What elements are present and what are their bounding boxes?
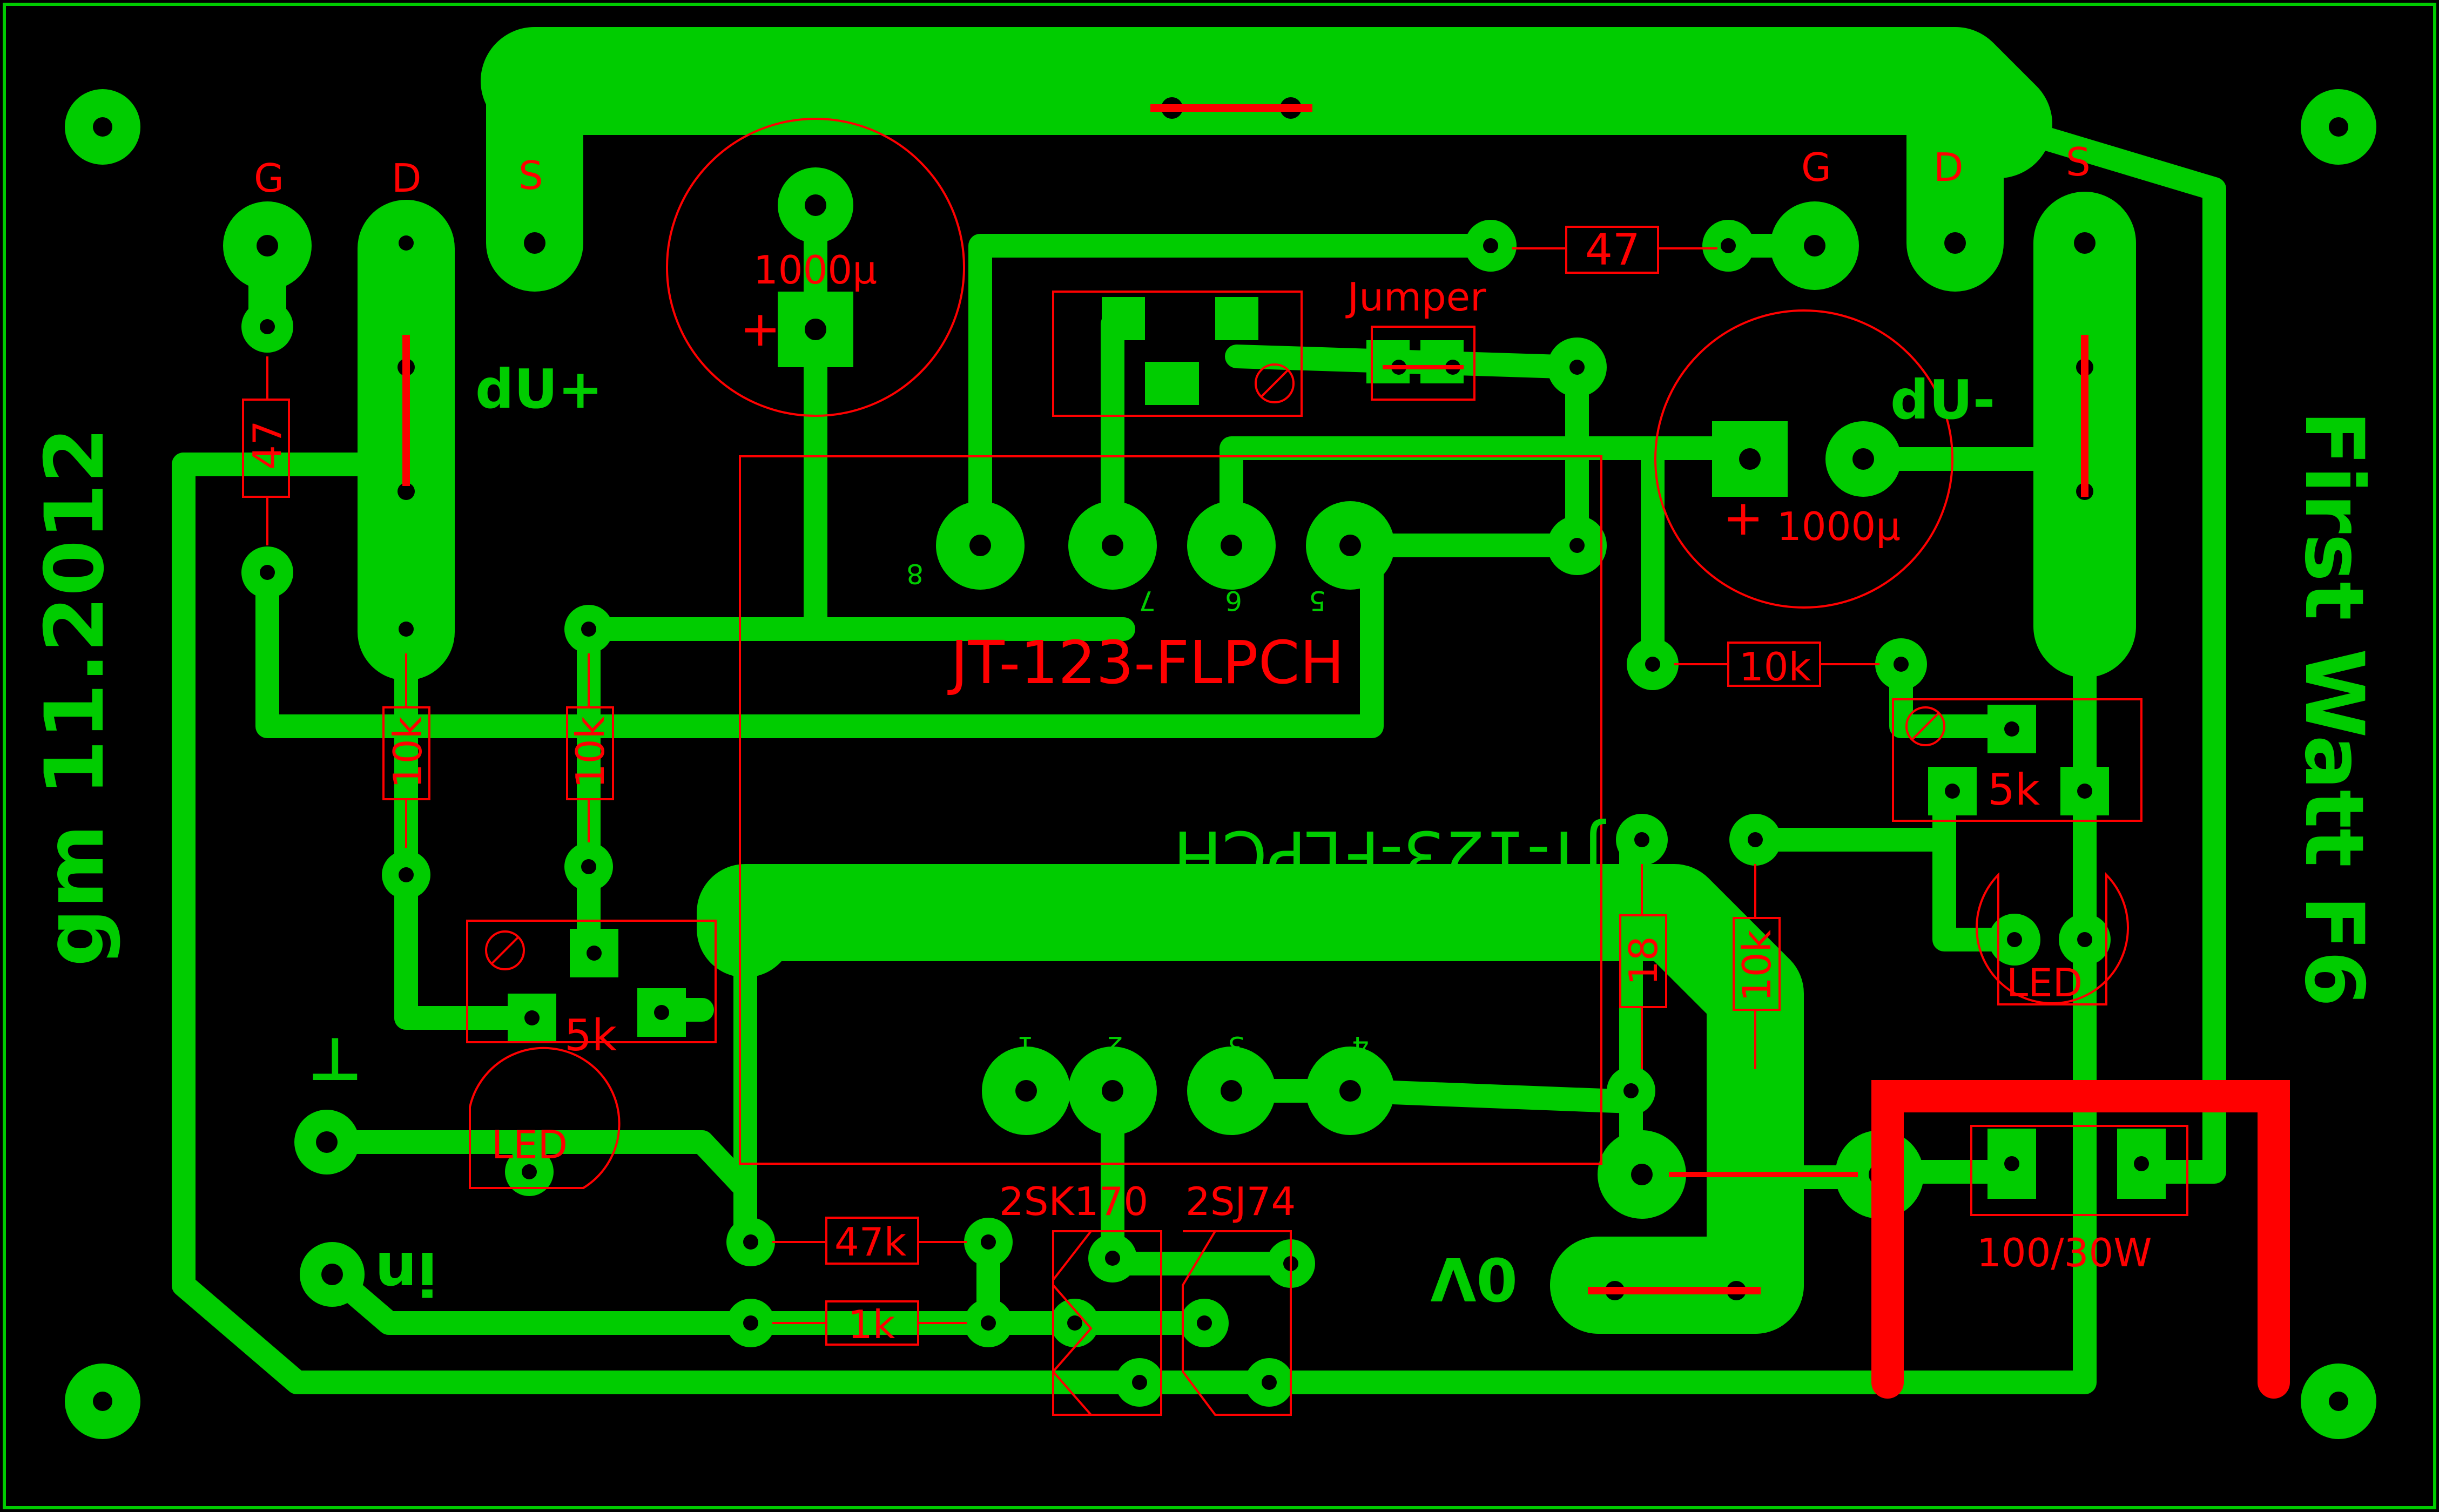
res-47k-value: 47k [834,1219,907,1265]
res-10k-left2-value: 10k [568,716,613,788]
pot-5k-left-value: 5k [564,1010,617,1061]
label-s-right: S [2066,139,2091,185]
led-right-label: LED [2006,960,2083,1005]
label-g-right: G [1801,145,1831,190]
cap-right-plus: + [1723,490,1763,546]
label-g-left: G [254,156,284,201]
cap-right-value: 1000µ [1777,504,1901,549]
drill-holes [93,97,2348,1411]
jfet-n-label: 2SK170 [999,1179,1148,1224]
res-1k-value: 1k [848,1302,895,1347]
jumper-label: Jumper [1345,274,1486,320]
cap-left-plus: + [740,301,780,357]
pin-3: 3 [1228,1030,1245,1062]
du-minus-label: dU- [1890,368,1995,431]
ic-label: JT-123-FLPCH [947,628,1344,697]
pin-6: 6 [1225,585,1242,616]
label-d-right: D [1933,145,1963,190]
res-47-left-value: 47 [245,420,290,470]
ic-outline [739,455,1602,1165]
board-outline [3,3,2436,1509]
silkscreen [242,104,2290,1416]
board-credit: gm 11.2012 [28,427,122,967]
board-title: First Watt F6 [2287,410,2381,1007]
res-10k-right-h-value: 10k [1739,644,1811,690]
label-d-left: D [392,156,421,201]
power-res-bracket [1871,1080,2290,1399]
pin-7: 7 [1138,585,1156,616]
label-s-left: S [518,153,543,198]
led-left-label: LED [491,1122,568,1167]
pot-5k-right-value: 5k [1987,765,2040,815]
res-10k-left1-value: 10k [385,716,430,788]
pin-2: 2 [1106,1030,1123,1062]
pin-8: 8 [906,558,924,589]
output-label: 0V [1430,1244,1518,1313]
jfet-p-label: 2SJ74 [1185,1179,1296,1224]
du-plus-label: dU+ [475,357,603,421]
pin-1: 1 [1017,1030,1034,1062]
cap-left-outline [666,118,965,417]
silk-text: G D S G D S 1000µ + 1000µ + 47 47 Jumper… [245,139,2152,1347]
input-label: in [375,1239,437,1308]
pin-4: 4 [1352,1030,1369,1062]
cap-left-value: 1000µ [753,247,877,293]
res-47-top-value: 47 [1585,225,1640,275]
ground-label: ⊥ [308,1025,362,1094]
res-10k-right-v-value: 10k [1734,929,1780,1002]
power-res-label: 100/30W [1977,1230,2152,1275]
ic-mirror-label: JT-123-FLPCH [1173,816,1607,891]
cap-right-outline [1654,309,1953,609]
res-18-value: 18 [1621,936,1666,986]
pin-5: 5 [1309,585,1326,616]
copper-text: First Watt F6 gm 11.2012 JT-123-FLPCH dU… [28,357,2381,1313]
pads [65,89,2376,1439]
